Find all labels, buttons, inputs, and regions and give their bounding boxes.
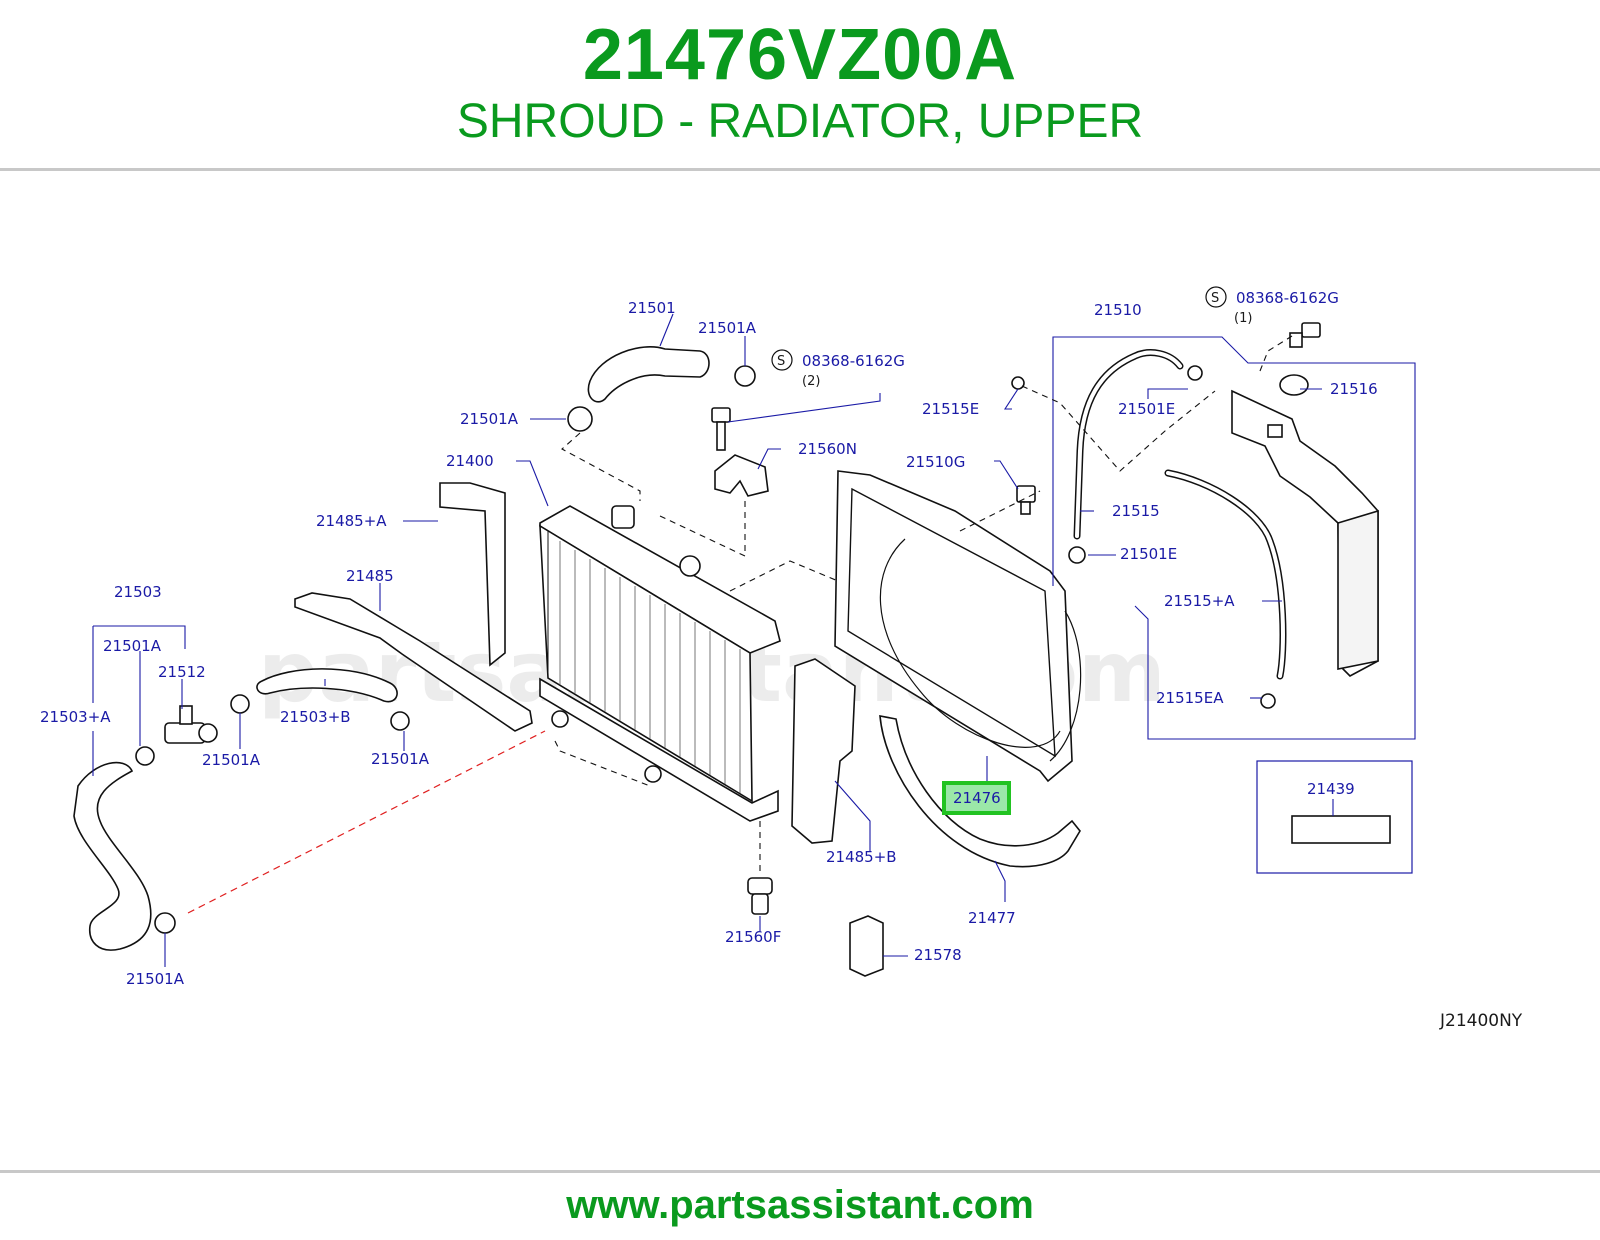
callout-label[interactable]: 21477 (968, 909, 1016, 927)
page-header: 21476VZ00A SHROUD - RADIATOR, UPPER (0, 0, 1600, 168)
hose-joint-part[interactable] (164, 705, 218, 744)
callout-label[interactable]: 21503+A (40, 708, 111, 726)
callout-label[interactable]: 21578 (914, 946, 962, 964)
screw-symbol-icon (1205, 286, 1227, 308)
callout-label[interactable]: 21485 (346, 567, 394, 585)
hose-clip-part[interactable] (1011, 376, 1025, 390)
tank-bolt-part[interactable] (1289, 322, 1321, 348)
callout-label[interactable]: 21515E (922, 400, 979, 418)
drain-plug-part[interactable] (644, 765, 662, 783)
callout-label[interactable]: 21501A (371, 750, 430, 768)
hose-section-a-part[interactable] (73, 761, 152, 951)
hose-clip-part[interactable] (1260, 693, 1276, 709)
radiator-core-part[interactable] (539, 505, 781, 822)
relay-part[interactable] (849, 915, 884, 977)
quantity-label: (2) (802, 374, 820, 389)
highlighted-part-box[interactable] (942, 781, 1011, 815)
callout-label[interactable]: 21510G (906, 453, 965, 471)
screw-symbol-letter: S (1211, 291, 1219, 306)
callout-label[interactable]: 21503+B (280, 708, 351, 726)
radiator-shroud-upper-part[interactable] (834, 470, 1082, 783)
callout-label[interactable]: 21512 (158, 663, 206, 681)
hose-clip-part[interactable] (1187, 365, 1203, 381)
bolt-part[interactable] (711, 407, 731, 451)
parts-diagram: partsassistant.com (0, 171, 1600, 1169)
parts-diagram-svg: partsassistant.com (40, 286, 1523, 1031)
footer-website-link[interactable]: www.partsassistant.com (566, 1183, 1034, 1227)
screw-symbol-letter: S (777, 354, 785, 369)
highlighted-callout-label[interactable]: 21476 (953, 789, 1001, 807)
callout-label[interactable]: 21560N (798, 440, 857, 458)
header-divider (0, 168, 1600, 171)
reservoir-tank-part[interactable] (1231, 389, 1379, 677)
callout-label[interactable]: 21515EA (1156, 689, 1224, 707)
callout-label[interactable]: 21439 (1307, 780, 1355, 798)
callout-label[interactable]: 21400 (446, 452, 494, 470)
callout-label[interactable]: 21516 (1330, 380, 1378, 398)
air-guide-lower-part[interactable] (294, 592, 533, 732)
callout-label[interactable]: 08368-6162G (1236, 289, 1339, 307)
hose-clamp-part[interactable] (135, 746, 155, 766)
reservoir-cap-part[interactable] (1279, 374, 1309, 396)
radiator-bracket-part[interactable] (714, 454, 769, 497)
shroud-bolt-part[interactable] (1016, 485, 1036, 515)
quantity-label: (1) (1234, 311, 1252, 326)
mounting-insulator-part[interactable] (747, 877, 773, 915)
air-guide-upper-part[interactable] (439, 482, 506, 667)
callout-label[interactable]: 21560F (725, 928, 781, 946)
hose-clamp-part[interactable] (734, 365, 756, 387)
callout-label[interactable]: 21501A (698, 319, 757, 337)
callout-label[interactable]: 21485+B (826, 848, 897, 866)
reservoir-hose-part[interactable] (1164, 469, 1287, 680)
callout-label[interactable]: 21515 (1112, 502, 1160, 520)
hose-clamp-part[interactable] (154, 912, 176, 934)
callout-label[interactable]: 21501A (202, 751, 261, 769)
screw-symbol-icon (771, 349, 793, 371)
callout-label[interactable]: 21501A (126, 970, 185, 988)
label-box-frame (1256, 760, 1413, 874)
callout-label[interactable]: 21485+A (316, 512, 387, 530)
callout-label[interactable]: 21510 (1094, 301, 1142, 319)
callout-label[interactable]: 21501E (1118, 400, 1175, 418)
callout-label[interactable]: 21515+A (1164, 592, 1235, 610)
hose-clamp-part[interactable] (567, 406, 593, 432)
part-description-title: SHROUD - RADIATOR, UPPER (456, 95, 1144, 148)
hose-clip-part[interactable] (1068, 546, 1086, 564)
caution-label-part[interactable] (1291, 815, 1391, 844)
upper-hose-part[interactable] (587, 346, 710, 403)
hose-clamp-part[interactable] (390, 711, 410, 731)
callout-label[interactable]: 21501A (460, 410, 519, 428)
hose-clamp-part[interactable] (230, 694, 250, 714)
footer-divider (0, 1170, 1600, 1173)
callout-label[interactable]: 21501E (1120, 545, 1177, 563)
callout-label[interactable]: 21501 (628, 299, 676, 317)
callout-label[interactable]: 21501A (103, 637, 162, 655)
callout-label[interactable]: 21503 (114, 583, 162, 601)
part-number-title: 21476VZ00A (582, 15, 1018, 95)
hose-section-b-part[interactable] (256, 668, 398, 703)
callout-label[interactable]: 08368-6162G (802, 352, 905, 370)
air-guide-side-part[interactable] (791, 658, 856, 844)
diagram-code-label: J21400NY (1439, 1011, 1523, 1031)
radiator-shroud-lower-part[interactable] (879, 715, 1081, 868)
